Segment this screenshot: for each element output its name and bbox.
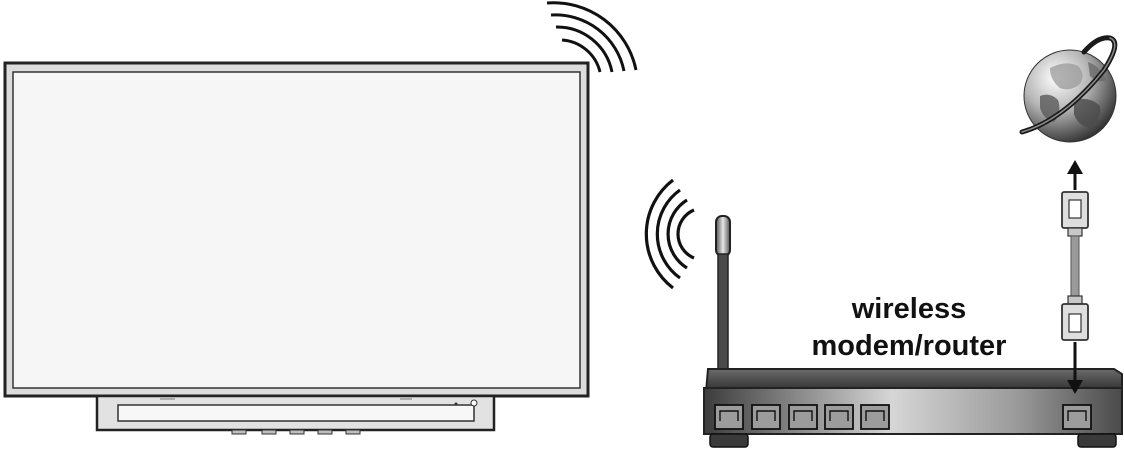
television-icon xyxy=(3,61,590,435)
router-icon xyxy=(703,368,1123,448)
arrow-up-icon xyxy=(1067,160,1083,174)
router-foot-right xyxy=(1077,433,1117,448)
tv-control-buttons xyxy=(231,429,361,435)
router-label-line2: modem/router xyxy=(812,330,1007,362)
globe-icon xyxy=(1019,35,1118,143)
router-foot-left xyxy=(709,433,749,448)
router-wan-port xyxy=(1062,404,1092,430)
arrow-down-icon xyxy=(1067,380,1083,394)
router-wifi-signal-icon xyxy=(644,178,695,290)
tv-stand-slot xyxy=(117,404,475,422)
tv-power-led xyxy=(470,399,478,407)
ethernet-cable-icon xyxy=(1061,160,1089,394)
router-lan-ports xyxy=(714,404,890,430)
tv-screen xyxy=(12,71,581,389)
tv-ir-sensor xyxy=(454,402,458,406)
tv-wifi-signal-icon xyxy=(546,1,638,73)
router-label-line1: wireless xyxy=(851,293,966,325)
router-antenna xyxy=(715,215,731,370)
